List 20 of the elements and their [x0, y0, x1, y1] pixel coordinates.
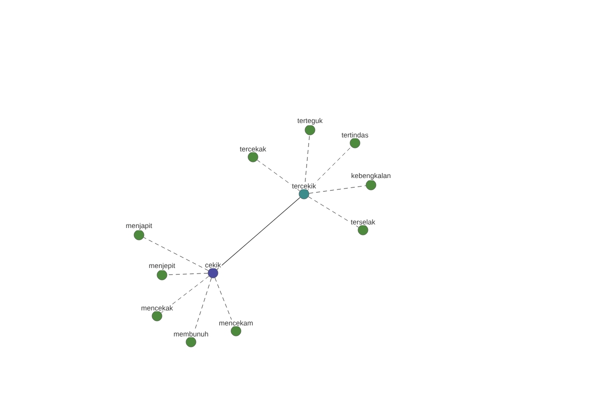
connector-line	[308, 186, 366, 194]
connector-line	[143, 237, 209, 271]
node-circle	[208, 268, 218, 278]
node-circle	[152, 310, 162, 322]
node-circle	[304, 124, 316, 136]
connector-line	[308, 196, 359, 228]
node-circle	[366, 180, 376, 190]
node-circle	[350, 138, 360, 148]
connector-line	[167, 273, 208, 275]
node-circle	[358, 224, 368, 236]
node-circle	[230, 326, 242, 336]
connector-line	[216, 197, 300, 270]
node-circle	[298, 188, 310, 200]
node-circle	[134, 230, 144, 240]
connector-line	[307, 146, 352, 191]
connector-line	[160, 276, 210, 314]
node-circle	[156, 270, 168, 280]
connector-line	[257, 160, 300, 192]
node-circle	[186, 336, 196, 348]
node-circle	[248, 152, 258, 162]
